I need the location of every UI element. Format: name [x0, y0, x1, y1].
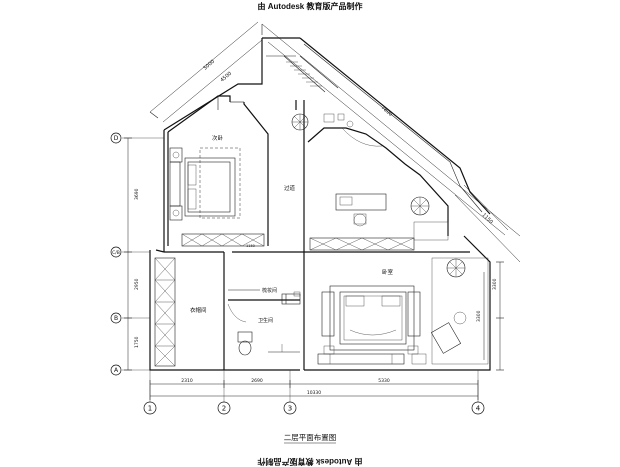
axis-col-2: 2 — [217, 401, 231, 415]
corridor-walls — [295, 100, 305, 252]
axis-col-1: 1 — [143, 401, 157, 415]
room-label-master: 卧室 — [382, 268, 394, 276]
svg-text:3: 3 — [288, 405, 292, 413]
cloakroom — [154, 257, 176, 367]
dim-top-inner: 4500 — [219, 71, 233, 84]
svg-text:B: B — [114, 315, 118, 322]
bottom-dimensions — [149, 370, 479, 404]
axis-col-4: 4 — [471, 401, 485, 415]
svg-text:4: 4 — [476, 405, 481, 413]
axis-row-A: A — [110, 364, 122, 376]
plant-icon — [410, 196, 430, 216]
room-label-bedroom2: 次卧 — [212, 134, 224, 142]
interior-walls — [164, 251, 470, 370]
svg-text:D: D — [114, 135, 119, 142]
bedroom2-wardrobe — [181, 233, 265, 247]
dim-left-3: 1750 — [134, 336, 140, 348]
exterior-walls — [149, 37, 491, 371]
dim-left-1: 3690 — [134, 188, 140, 200]
plant-icon — [291, 113, 309, 131]
plant-icon — [446, 258, 466, 278]
study-room — [307, 127, 449, 251]
dim-inner-label: 1150 — [246, 244, 255, 248]
dim-left-2: 2950 — [134, 278, 140, 290]
bath-fixtures — [227, 303, 300, 356]
dim-right-1: 3300 — [492, 278, 498, 290]
bedroom2-bed — [169, 147, 241, 221]
dim-bottom-3: 5330 — [378, 378, 390, 384]
dim-bottom-2: 2690 — [251, 378, 263, 384]
axis-row-C: C/B — [110, 246, 122, 258]
room-label-dressing: 梳妆间 — [262, 287, 277, 294]
room-label-bath: 卫生间 — [258, 317, 273, 324]
left-dimensions — [122, 137, 164, 371]
svg-text:1: 1 — [148, 405, 152, 413]
top-dimension-lines — [149, 21, 521, 263]
room-label-corridor: 过道 — [284, 184, 296, 192]
lounge-chair — [430, 257, 489, 365]
drawing-title: 二层平面布置图 — [284, 432, 337, 442]
bedroom2-walls — [167, 95, 269, 246]
study-items — [323, 113, 354, 128]
axis-col-3: 3 — [283, 401, 297, 415]
staircase — [266, 55, 339, 93]
right-dimensions — [483, 261, 504, 371]
dim-bottom-total: 10330 — [307, 390, 321, 396]
master-bed — [317, 285, 427, 365]
dim-right-2: 3300 — [476, 310, 482, 322]
room-label-cloakroom: 衣帽间 — [190, 306, 207, 314]
dim-top-outer: 5000 — [202, 59, 216, 72]
axis-row-D: D — [110, 132, 122, 144]
svg-text:2: 2 — [222, 405, 226, 413]
axis-row-B: B — [110, 312, 122, 324]
svg-text:A: A — [114, 367, 119, 374]
watermark-top: 由 Autodesk 教育版产品制作 — [257, 2, 363, 11]
svg-text:C/B: C/B — [112, 250, 120, 256]
dim-bottom-1: 2310 — [181, 378, 193, 384]
